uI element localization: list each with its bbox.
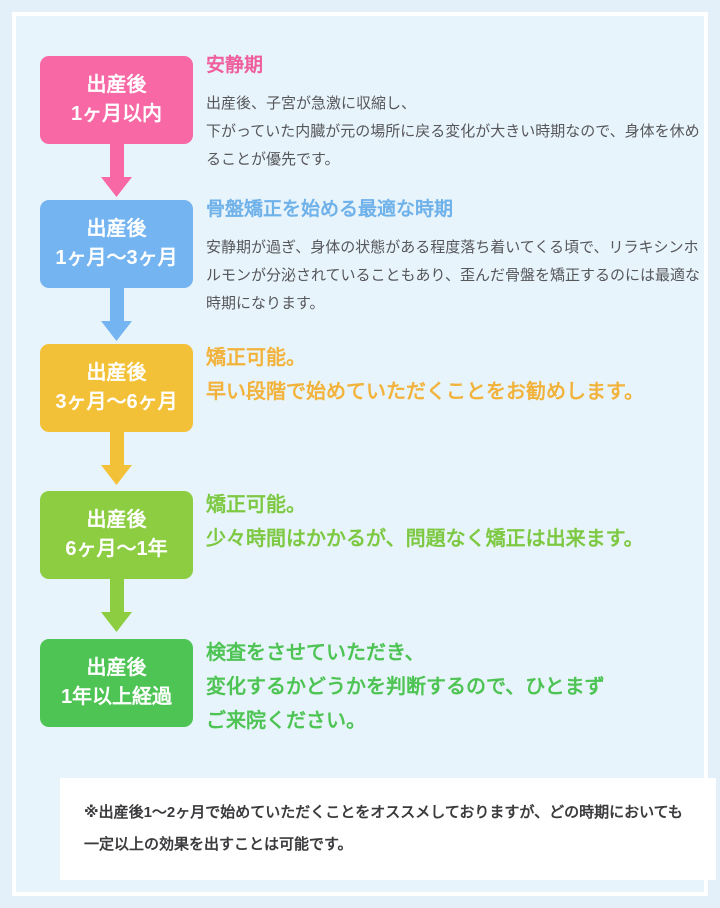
step-2-description: 安静期が過ぎ、身体の状態がある程度落ち着いてくる頃で、リラキシンホルモンが分泌さ… — [206, 239, 700, 312]
step-1-title: 安静期 — [206, 55, 264, 76]
step-2-text: 骨盤矯正を始める最適な時期 安静期が過ぎ、身体の状態がある程度落ち着いてくる頃で… — [206, 199, 704, 318]
down-arrow-icon — [101, 579, 132, 635]
step-1-left-column: 出産後 1ヶ月以内 — [40, 56, 193, 200]
down-arrow-icon — [101, 144, 132, 200]
timeline-step-4: 出産後 6ヶ月〜1年 矯正可能。 少々時間はかかるが、問題なく矯正は出来ます。 — [40, 491, 704, 635]
step-3-text: 矯正可能。 早い段階で始めていただくことをお勧めします。 — [206, 344, 704, 409]
step-3-left-column: 出産後 3ヶ月〜6ヶ月 — [40, 344, 193, 488]
step-2-title: 骨盤矯正を始める最適な時期 — [206, 199, 454, 220]
step-5-left-column: 出産後 1年以上経過 — [40, 639, 193, 727]
step-4-message: 矯正可能。 少々時間はかかるが、問題なく矯正は出来ます。 — [206, 494, 644, 550]
period-box-4: 出産後 6ヶ月〜1年 — [40, 491, 193, 579]
arrow-stem — [109, 579, 124, 612]
timeline-step-1: 出産後 1ヶ月以内 安静期 出産後、子宮が急激に収縮し、 下がっていた内臓が元の… — [40, 55, 704, 200]
period-box-3: 出産後 3ヶ月〜6ヶ月 — [40, 344, 193, 432]
arrow-head — [101, 612, 132, 632]
timeline-panel: 出産後 1ヶ月以内 安静期 出産後、子宮が急激に収縮し、 下がっていた内臓が元の… — [12, 12, 716, 896]
timeline-step-5: 出産後 1年以上経過 検査をさせていただき、 変化するかどうかを判断するので、ひ… — [40, 639, 704, 738]
arrow-head — [101, 321, 132, 341]
note-text: ※出産後1〜2ヶ月で始めていただくことをオススメしておりますが、どの時期において… — [84, 804, 683, 853]
period-box-2: 出産後 1ヶ月〜3ヶ月 — [40, 200, 193, 288]
timeline-step-2: 出産後 1ヶ月〜3ヶ月 骨盤矯正を始める最適な時期 安静期が過ぎ、身体の状態があ… — [40, 199, 704, 344]
step-2-left-column: 出産後 1ヶ月〜3ヶ月 — [40, 200, 193, 344]
arrow-head — [101, 177, 132, 197]
step-5-message: 検査をさせていただき、 変化するかどうかを判断するので、ひとまず ご来院ください… — [206, 642, 605, 732]
step-4-left-column: 出産後 6ヶ月〜1年 — [40, 491, 193, 635]
step-4-text: 矯正可能。 少々時間はかかるが、問題なく矯正は出来ます。 — [206, 491, 704, 556]
arrow-stem — [109, 144, 124, 177]
timeline-step-3: 出産後 3ヶ月〜6ヶ月 矯正可能。 早い段階で始めていただくことをお勧めします。 — [40, 344, 704, 488]
step-1-description: 出産後、子宮が急激に収縮し、 下がっていた内臓が元の場所に戻る変化が大きい時期な… — [206, 95, 700, 168]
period-box-5: 出産後 1年以上経過 — [40, 639, 193, 727]
arrow-stem — [109, 288, 124, 321]
arrow-head — [101, 465, 132, 485]
period-box-1: 出産後 1ヶ月以内 — [40, 56, 193, 144]
step-5-text: 検査をさせていただき、 変化するかどうかを判断するので、ひとまず ご来院ください… — [206, 639, 704, 738]
step-1-text: 安静期 出産後、子宮が急激に収縮し、 下がっていた内臓が元の場所に戻る変化が大き… — [206, 55, 704, 174]
down-arrow-icon — [101, 288, 132, 344]
step-3-message: 矯正可能。 早い段階で始めていただくことをお勧めします。 — [206, 347, 644, 403]
down-arrow-icon — [101, 432, 132, 488]
note-box: ※出産後1〜2ヶ月で始めていただくことをオススメしておりますが、どの時期において… — [60, 778, 716, 880]
arrow-stem — [109, 432, 124, 465]
